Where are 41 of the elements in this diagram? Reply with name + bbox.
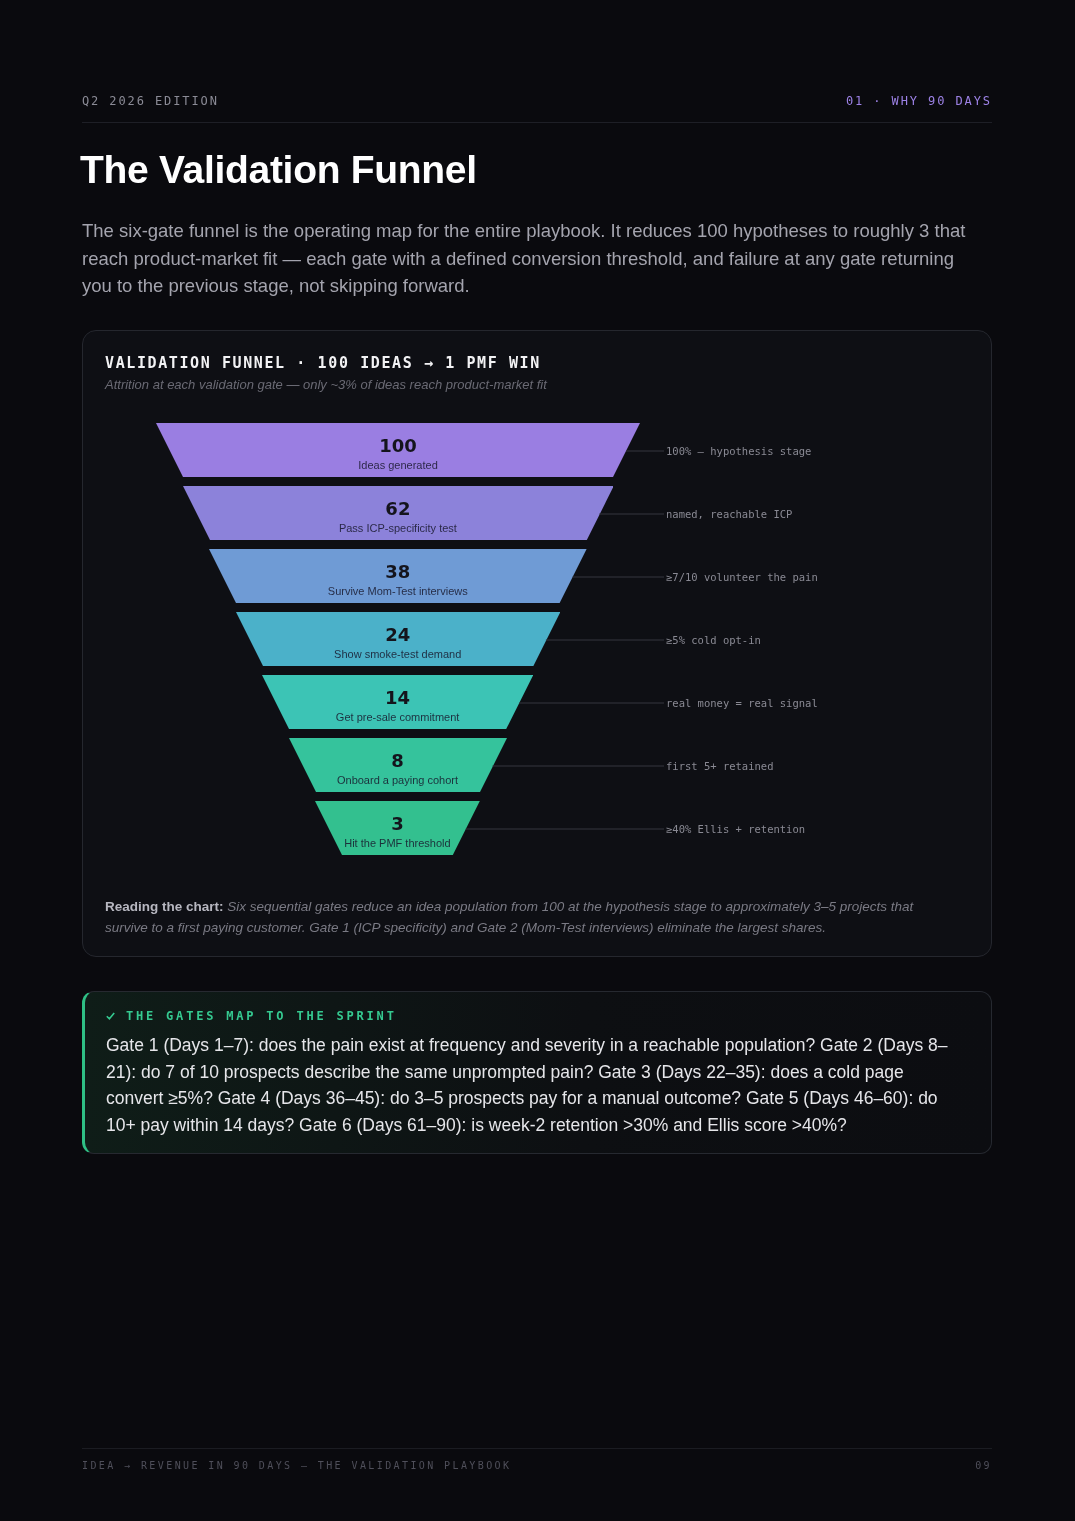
stage-annotation: first 5+ retained	[664, 759, 774, 773]
stage-label: Survive Mom-Test interviews	[327, 585, 468, 598]
callout-text: Gate 1 (Days 1–7): does the pain exist at frequency and severity in a reachable population? Gate 2 (Days 8–21): do 7 of 10 prospects describe the same unprompted pain? Gate 3 (Days 22–35): does a cold page convert ≥5%? Gate 4 (Days 36–45): do 3–5 prospects pay for a manual outcome? Gate 5 (Days 46–60): do 10+ pay within 14 days? Gate 6 (Days 61–90): is week-2 retention >30% and Ellis score >40%?	[106, 1034, 949, 1137]
edition-label: Q2 2026 EDITION	[82, 93, 219, 109]
stage-annotation: real money = real signal	[664, 696, 818, 710]
funnel-stage	[209, 549, 587, 603]
stage-annotation: 100% — hypothesis stage	[664, 444, 812, 458]
stage-label: Pass ICP-specificity test	[338, 522, 457, 535]
stage-label: Hit the PMF threshold	[344, 837, 451, 850]
stage-count: 38	[385, 562, 411, 582]
chart-card	[82, 330, 992, 957]
funnel-stage	[315, 801, 480, 855]
funnel-stage	[235, 612, 560, 666]
funnel-stage	[156, 423, 640, 477]
page-title: The Validation Funnel	[80, 147, 477, 193]
stage-label: Show smoke-test demand	[334, 648, 462, 661]
intro-text: The six-gate funnel is the operating map for the entire playbook. It reduces 100 hypotheses to roughly 3 that reach product-market fit — each gate with a defined conversion threshold, and failure at any gate returning you to the previous stage, not skipping forward.	[82, 219, 967, 298]
stage-count: 14	[385, 688, 411, 708]
stage-count: 8	[391, 751, 404, 771]
stage-annotation: ≥5% cold opt-in	[664, 633, 761, 647]
chart-note: Reading the chart: Six sequential gates reduce an idea population from 100 at the hypothesis stage to approximately 3–5 projects that survive to a first paying customer. Gate 1 (ICP specificity) and Gate 2 (Mom-Test interviews) eliminate the largest shares.	[105, 898, 915, 937]
funnel-stage	[262, 675, 534, 729]
stage-count: 100	[379, 436, 417, 456]
stage-label: Ideas generated	[358, 459, 438, 472]
stage-label: Get pre-sale commitment	[335, 711, 460, 724]
stage-count: 62	[385, 499, 411, 519]
page-number: 09	[975, 1459, 992, 1472]
stage-annotation: ≥7/10 volunteer the pain	[664, 570, 818, 584]
stage-count: 3	[391, 814, 404, 834]
chart-heading: VALIDATION FUNNEL · 100 IDEAS → 1 PMF WIN	[105, 354, 541, 372]
section-label: 01 · WHY 90 DAYS	[846, 93, 992, 109]
funnel-stage	[182, 486, 614, 540]
stage-label: Onboard a paying cohort	[336, 774, 459, 787]
stage-count: 24	[385, 625, 411, 645]
footer-text: IDEA → REVENUE IN 90 DAYS — THE VALIDATION PLAYBOOK	[82, 1459, 512, 1472]
callout-heading: THE GATES MAP TO THE SPRINT	[126, 1009, 397, 1023]
chart-subtitle: Attrition at each validation gate — only ~3% of ideas reach product-market fit	[105, 377, 547, 393]
callout-panel	[82, 991, 992, 1154]
funnel-stage	[288, 738, 507, 792]
stage-annotation: named, reachable ICP	[664, 507, 793, 521]
stage-annotation: ≥40% Ellis + retention	[664, 822, 806, 836]
